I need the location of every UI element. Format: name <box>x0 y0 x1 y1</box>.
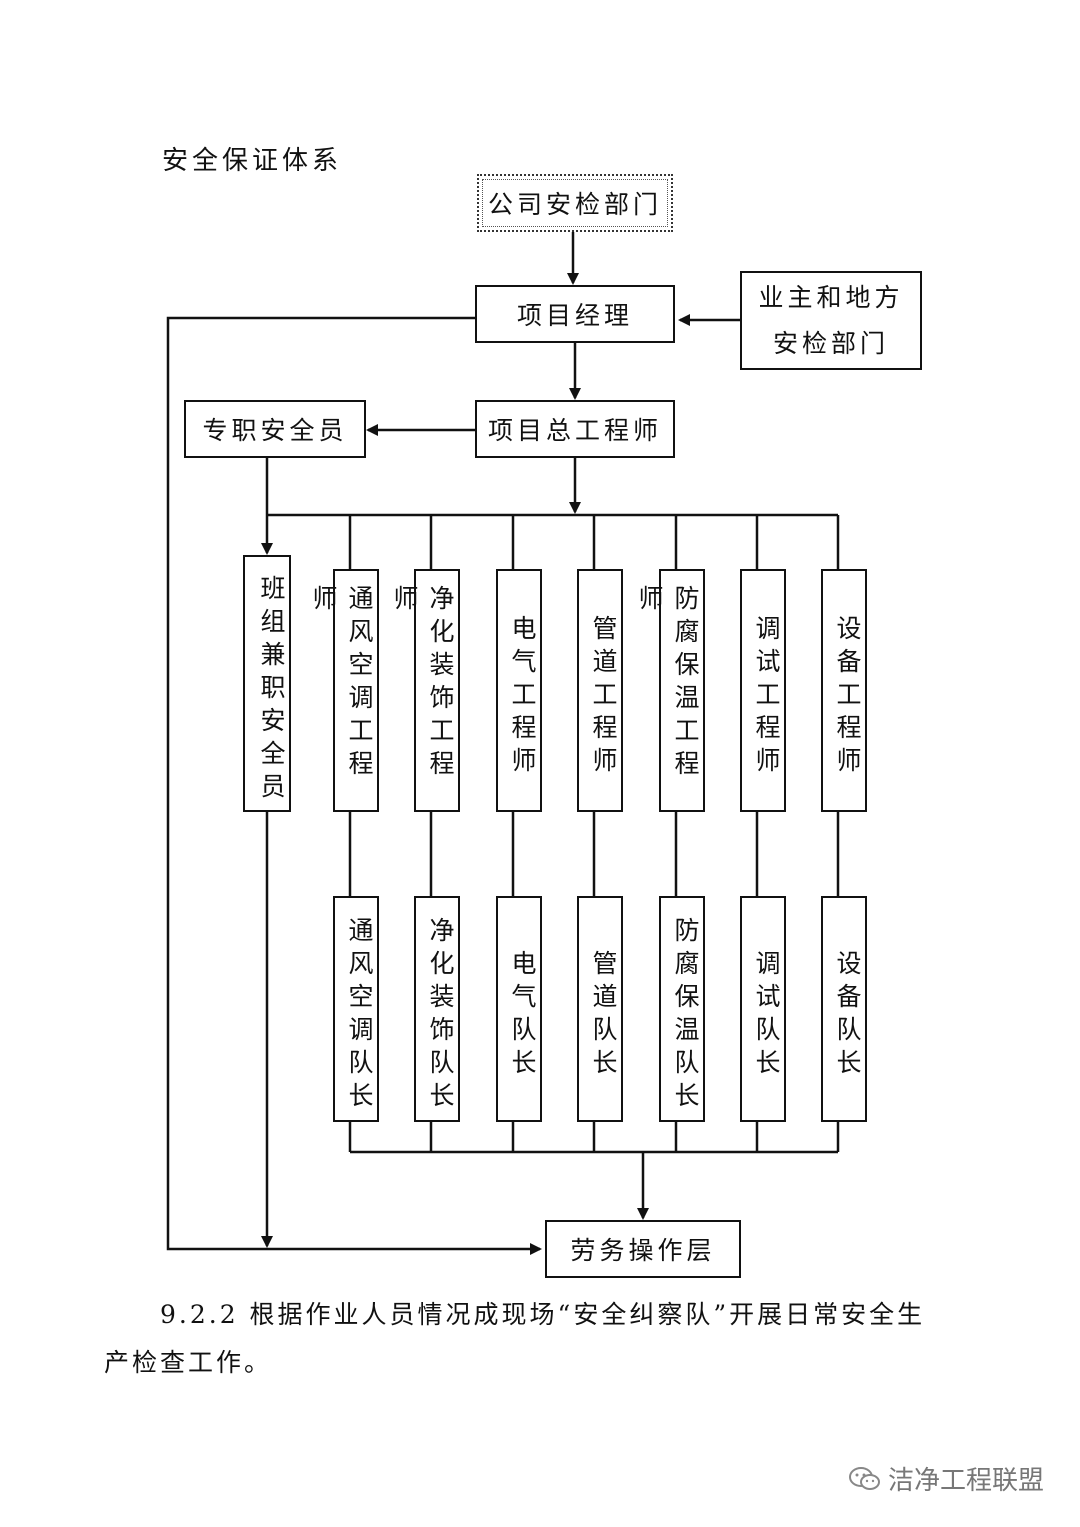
full-time-safety-officer-box: 专职安全员 <box>184 400 366 458</box>
engineer-box: 通风空调工程师 <box>309 569 379 812</box>
captain-box: 管道队长 <box>577 896 623 1122</box>
arrow-pm-to-labor <box>166 316 542 1255</box>
engineer-box: 设备工程师 <box>821 569 867 812</box>
engineer-box: 防腐保温工程师 <box>635 569 705 812</box>
captain-box: 调试队长 <box>740 896 786 1122</box>
engineer-box: 净化装饰工程师 <box>390 569 460 812</box>
owner-line2: 安检部门 <box>772 328 889 358</box>
owner-line1: 业主和地方 <box>758 282 904 312</box>
project-manager-box: 项目经理 <box>475 285 675 343</box>
diagram-heading: 安全保证体系 <box>162 146 343 176</box>
wechat-icon <box>848 1465 882 1493</box>
captain-box: 设备队长 <box>821 896 867 1122</box>
team-safety-officer-box: 班组兼职安全员 <box>243 555 291 812</box>
captain-box: 通风空调队长 <box>333 896 379 1122</box>
captain-box: 电气队长 <box>496 896 542 1122</box>
company-safety-dept-box: 公司安检部门 <box>477 174 673 232</box>
chief-engineer-box: 项目总工程师 <box>475 400 675 458</box>
paragraph-line-1: 9.2.2 根据作业人员情况成现场“安全纠察队”开展日常安全生 <box>160 1300 926 1329</box>
watermark-text: 洁净工程联盟 <box>888 1466 1045 1496</box>
owner-local-dept-box: 业主和地方 安检部门 <box>740 271 922 370</box>
paragraph-line-2: 产检查工作。 <box>104 1348 273 1377</box>
engineer-box: 调试工程师 <box>740 569 786 812</box>
engineer-box: 管道工程师 <box>577 569 623 812</box>
engineer-box: 电气工程师 <box>496 569 542 812</box>
captain-box: 防腐保温队长 <box>659 896 705 1122</box>
labor-operation-layer-box: 劳务操作层 <box>545 1220 741 1278</box>
watermark: 洁净工程联盟 <box>848 1460 1044 1497</box>
captain-box: 净化装饰队长 <box>414 896 460 1122</box>
